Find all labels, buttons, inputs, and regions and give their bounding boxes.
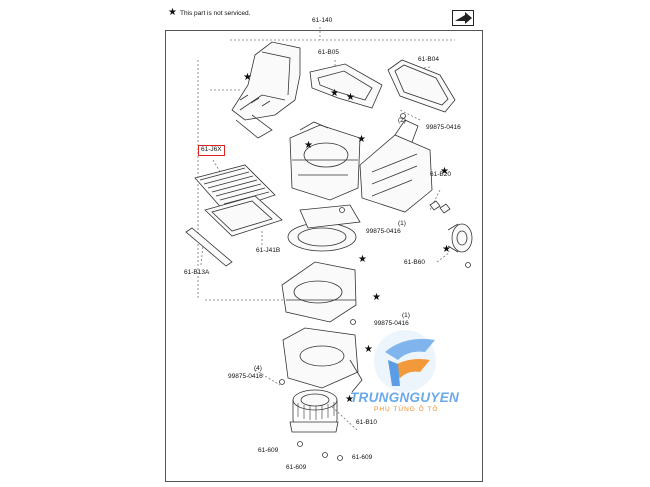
part-label-b10: 61-B10 (356, 419, 377, 426)
star-icon: ★ (364, 344, 373, 355)
star-icon: ★ (440, 166, 449, 177)
part-label-609-right: 61-609 (352, 454, 373, 461)
star-icon: ★ (345, 394, 354, 405)
part-label-main: 61-140 (312, 17, 333, 24)
brand-name: TRUNGNGUYEN (350, 390, 460, 405)
part-label-b13a: 61-B13A (184, 269, 210, 276)
star-icon: ★ (304, 140, 313, 151)
part-label-b20: 61-B20 (430, 171, 451, 178)
star-icon: ★ (168, 7, 177, 18)
part-label-j41b: 61-J41B (256, 247, 281, 254)
screw-label-mid: 99875-0416 (366, 228, 401, 235)
note-text: This part is not serviced. (179, 9, 251, 17)
part-label-b04: 61-B04 (418, 56, 439, 63)
next-page-icon[interactable] (452, 10, 474, 26)
screw-qty-top: (2) (398, 117, 406, 124)
not-serviced-note: ★ This part is not serviced. (168, 8, 250, 18)
brand-watermark: TRUNGNGUYEN PHỤ TÙNG Ô TÔ (350, 390, 490, 413)
trungnguyen-logo (374, 330, 436, 392)
screw-qty-low: (1) (402, 312, 410, 319)
part-label-609-left: 61-609 (258, 447, 279, 454)
part-label-609-bottom: 61-609 (286, 464, 307, 471)
screw-qty-left: (4) (254, 365, 262, 372)
screw-label-left: 99875-0416 (228, 373, 263, 380)
screw-label-top: 99875-0416 (426, 124, 461, 131)
part-label-j6x: 61-J6X (198, 145, 225, 156)
diagram-frame (165, 30, 483, 482)
star-icon: ★ (358, 254, 367, 265)
star-icon: ★ (330, 88, 339, 99)
star-icon: ★ (442, 244, 451, 255)
screw-label-low: 99875-0416 (374, 320, 409, 327)
part-label-b05: 61-B05 (318, 49, 339, 56)
star-icon: ★ (372, 292, 381, 303)
screw-qty-mid: (1) (398, 220, 406, 227)
star-icon: ★ (243, 72, 252, 83)
star-icon: ★ (357, 134, 366, 145)
brand-tagline: PHỤ TÙNG Ô TÔ (374, 406, 439, 413)
part-label-b60: 61-B60 (404, 259, 425, 266)
star-icon: ★ (346, 92, 355, 103)
